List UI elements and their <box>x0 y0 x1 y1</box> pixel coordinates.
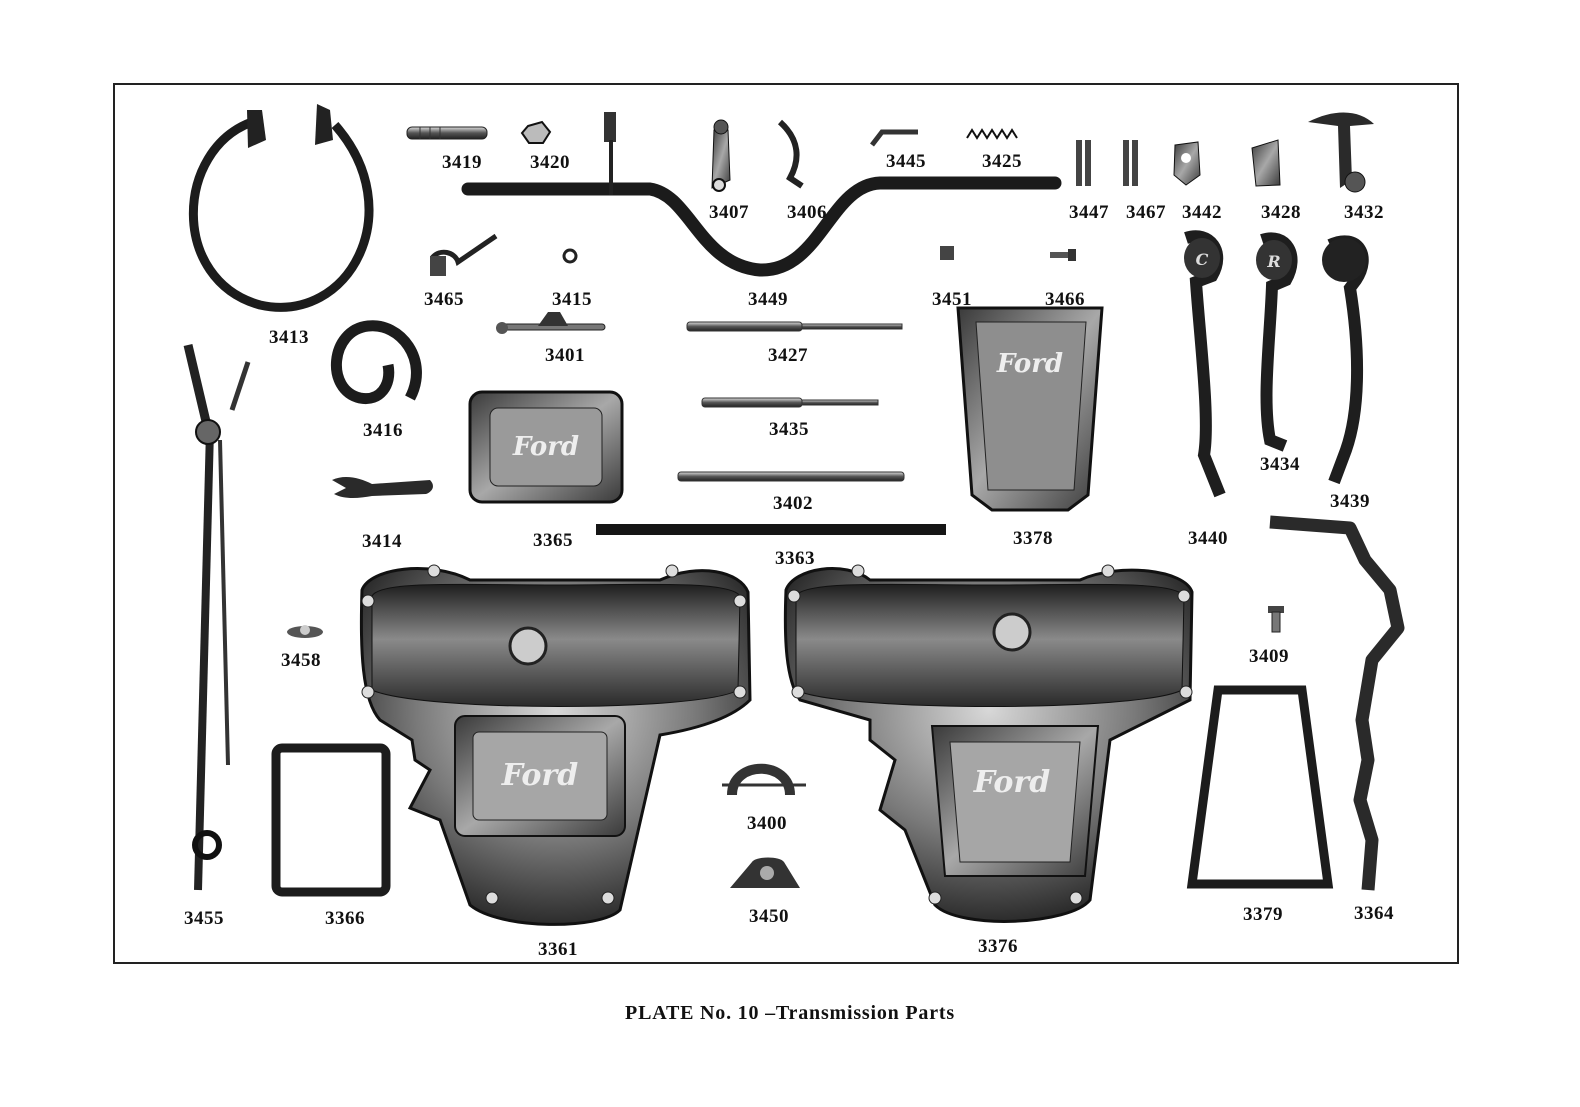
part-label-3451: 3451 <box>932 289 972 310</box>
part-3400-fork <box>722 763 806 796</box>
part-3434-pedal: R <box>1256 232 1298 452</box>
part-label-3428: 3428 <box>1261 202 1301 223</box>
ford-logo-icon: Ford <box>973 765 1050 800</box>
part-label-3450: 3450 <box>749 906 789 927</box>
part-label-3363: 3363 <box>775 548 815 569</box>
part-3406-arm <box>777 119 804 189</box>
part-3455-lever <box>183 343 251 891</box>
part-label-3414: 3414 <box>362 531 402 552</box>
part-label-3439: 3439 <box>1330 491 1370 512</box>
part-label-3465: 3465 <box>424 289 464 310</box>
part-label-3376: 3376 <box>978 936 1018 957</box>
part-label-3366: 3366 <box>325 908 365 929</box>
part-3419-stud <box>406 126 488 140</box>
part-label-3427: 3427 <box>768 345 808 366</box>
ford-logo-icon: Ford <box>512 432 579 462</box>
part-3415-washer <box>562 248 578 264</box>
part-label-3415: 3415 <box>552 289 592 310</box>
plate-caption: PLATE No. 10 –Transmission Parts <box>625 1002 955 1024</box>
part-label-3419: 3419 <box>442 152 482 173</box>
part-label-3440: 3440 <box>1188 528 1228 549</box>
part-3364-gasket <box>1269 515 1405 891</box>
part-3432-lever <box>1308 112 1374 193</box>
part-3442-bracket <box>1173 141 1201 186</box>
part-label-3455: 3455 <box>184 908 224 929</box>
ford-logo-icon: Ford <box>501 758 578 793</box>
part-label-3378: 3378 <box>1013 528 1053 549</box>
part-3409-bolt <box>1268 606 1284 633</box>
part-label-3467: 3467 <box>1126 202 1166 223</box>
part-label-3365: 3365 <box>533 530 573 551</box>
part-3465-arm <box>430 233 498 276</box>
part-3427-shaft <box>686 321 903 332</box>
part-3402-shaft <box>677 471 905 482</box>
part-3407-lever <box>711 119 731 192</box>
part-label-3434: 3434 <box>1260 454 1300 475</box>
part-3414-link <box>332 477 433 498</box>
part-3445-pin <box>870 129 918 147</box>
ford-logo-icon: Ford <box>996 349 1063 379</box>
part-label-3407: 3407 <box>709 202 749 223</box>
part-3458-nut <box>287 625 323 638</box>
part-3467-clevis <box>1123 140 1138 186</box>
part-3439-pedal <box>1322 235 1369 485</box>
part-3401-cam <box>496 312 606 334</box>
part-3366-gasket <box>271 743 391 897</box>
part-label-3361: 3361 <box>538 939 578 960</box>
part-3449-shaft <box>461 112 1062 277</box>
part-3376-case: Ford <box>783 564 1194 923</box>
part-3363-bar <box>596 524 946 535</box>
part-label-3420: 3420 <box>530 152 570 173</box>
part-3361-case: Ford <box>359 564 752 926</box>
pedal-c-mark: C <box>1196 250 1209 269</box>
plate-frame <box>113 83 1459 964</box>
part-3379-gasket <box>1186 685 1334 889</box>
part-label-3364: 3364 <box>1354 903 1394 924</box>
part-label-3400: 3400 <box>747 813 787 834</box>
part-label-3402: 3402 <box>773 493 813 514</box>
part-label-3458: 3458 <box>281 650 321 671</box>
part-label-3449: 3449 <box>748 289 788 310</box>
pedal-r-mark: R <box>1266 252 1280 271</box>
part-label-3432: 3432 <box>1344 202 1384 223</box>
part-label-3379: 3379 <box>1243 904 1283 925</box>
part-3365-cover: Ford <box>468 390 624 504</box>
part-label-3413: 3413 <box>269 327 309 348</box>
part-label-3447: 3447 <box>1069 202 1109 223</box>
part-label-3425: 3425 <box>982 151 1022 172</box>
part-3420-nut <box>520 120 552 144</box>
part-label-3442: 3442 <box>1182 202 1222 223</box>
part-3440-pedal: C <box>1184 230 1226 498</box>
part-label-3445: 3445 <box>886 151 926 172</box>
part-label-3466: 3466 <box>1045 289 1085 310</box>
part-3413-band <box>188 104 374 312</box>
part-label-3401: 3401 <box>545 345 585 366</box>
part-3378-cover: Ford <box>956 306 1104 512</box>
part-label-3416: 3416 <box>363 420 403 441</box>
part-3450-bracket <box>730 857 800 888</box>
part-3416-lining <box>331 320 422 405</box>
part-label-3435: 3435 <box>769 419 809 440</box>
part-label-3406: 3406 <box>787 202 827 223</box>
part-3425-spring <box>966 128 1018 140</box>
part-label-3409: 3409 <box>1249 646 1289 667</box>
part-3451-key <box>940 246 954 260</box>
part-3447-clevis <box>1076 140 1091 186</box>
part-3435-shaft <box>701 397 879 408</box>
part-3428-yoke <box>1251 139 1281 187</box>
part-3466-bolt <box>1050 249 1076 261</box>
